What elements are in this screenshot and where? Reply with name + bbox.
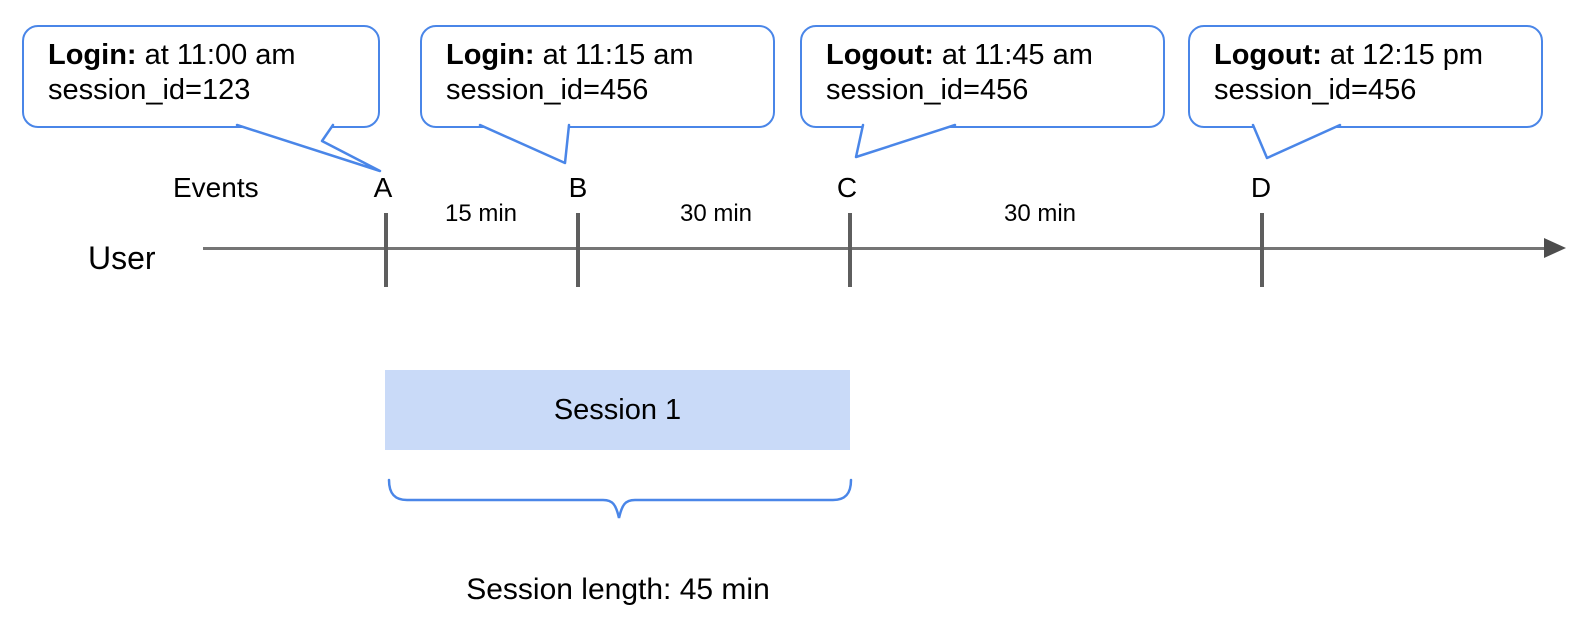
callout-logout-c: Logout:at 11:45 am session_id=456 xyxy=(800,25,1165,128)
timeline-arrowhead-icon xyxy=(1544,238,1566,258)
event-marker-c: C xyxy=(836,172,858,203)
session-1-bar: Session 1 xyxy=(385,370,850,450)
callout-line-1: Login:at 11:15 am xyxy=(446,38,773,73)
callout-line-1: Login:at 11:00 am xyxy=(48,38,378,73)
interval-label-cd: 30 min xyxy=(1003,200,1077,227)
callout-time: at 11:00 am xyxy=(144,39,296,71)
interval-label-bc: 30 min xyxy=(679,200,753,227)
callout-title: Login: xyxy=(48,39,137,71)
tick-event-d xyxy=(1260,213,1264,287)
callout-time: at 11:15 am xyxy=(542,39,694,71)
callout-session-id: session_id=123 xyxy=(48,74,251,106)
session-length-brace xyxy=(387,478,853,519)
timeline-axis xyxy=(203,247,1548,250)
event-marker-a: A xyxy=(373,172,393,203)
callout-title: Logout: xyxy=(826,39,934,71)
callout-tail-d xyxy=(1251,123,1342,160)
callout-tail-b xyxy=(478,123,571,165)
callout-line-1: Logout:at 11:45 am xyxy=(826,38,1163,73)
callout-title: Logout: xyxy=(1214,39,1322,71)
callout-logout-d: Logout:at 12:15 pm session_id=456 xyxy=(1188,25,1543,128)
callout-title: Login: xyxy=(446,39,535,71)
callout-login-b: Login:at 11:15 am session_id=456 xyxy=(420,25,775,128)
callout-login-a: Login:at 11:00 am session_id=123 xyxy=(22,25,380,128)
callout-tail-a xyxy=(235,123,382,173)
session-length-label: Session length: 45 min xyxy=(466,573,770,606)
tick-event-b xyxy=(576,213,580,287)
user-axis-label: User xyxy=(88,240,156,276)
callout-line-1: Logout:at 12:15 pm xyxy=(1214,38,1541,73)
event-marker-d: D xyxy=(1250,172,1272,203)
event-marker-b: B xyxy=(568,172,588,203)
tick-event-c xyxy=(848,213,852,287)
session-1-bar-label: Session 1 xyxy=(553,393,682,426)
callout-tail-c xyxy=(854,123,957,159)
callout-session-id: session_id=456 xyxy=(446,74,649,106)
callout-session-id: session_id=456 xyxy=(826,74,1029,106)
tick-event-a xyxy=(384,213,388,287)
callout-time: at 11:45 am xyxy=(941,39,1093,71)
callout-session-id: session_id=456 xyxy=(1214,74,1417,106)
callout-time: at 12:15 pm xyxy=(1329,39,1484,71)
interval-label-ab: 15 min xyxy=(444,200,518,227)
events-axis-label: Events xyxy=(173,172,259,203)
